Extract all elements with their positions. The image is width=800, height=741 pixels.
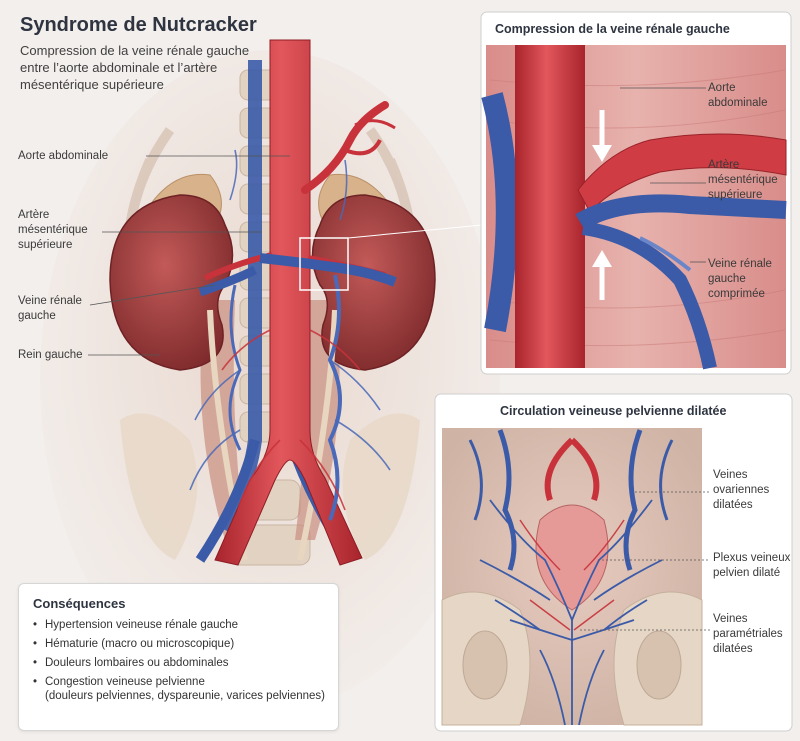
pelvic-panel-title: Circulation veineuse pelvienne dilatée <box>500 404 727 418</box>
aorta <box>214 39 363 566</box>
page-title: Syndrome de Nutcracker <box>20 14 257 36</box>
label-left-renal-vein: Veine rénale gauche <box>18 295 82 322</box>
small-artery-network <box>221 329 361 511</box>
compression-panel <box>480 11 792 375</box>
small-vessel-network <box>189 149 391 491</box>
pelvic-label-pelvic-plexus: Plexus veineux pelvien dilaté <box>713 552 791 579</box>
consequences-list: Hypertension veineuse rénale gauche Héma… <box>33 618 333 708</box>
pelvic-label-ovarian-veins: Veines ovariennes dilatées <box>713 469 770 511</box>
label-sma: Artère mésentérique supérieure <box>18 209 88 251</box>
compression-label-compressed-vein: Veine rénale gauche comprimée <box>708 258 772 300</box>
pelvic-panel <box>434 393 793 732</box>
page-subtitle: Compression de la veine rénale gauche en… <box>20 43 250 92</box>
label-left-kidney: Rein gauche <box>18 349 83 361</box>
consequence-item-detail: (douleurs pelviennes, dyspareunie, varic… <box>45 690 325 702</box>
iliac-vein-right <box>195 438 260 563</box>
label-aorta: Aorte abdominale <box>18 150 109 162</box>
consequence-item: Hématurie (macro ou microscopique) <box>33 637 333 651</box>
kidney-right <box>109 194 234 371</box>
zoom-region-marker <box>299 237 349 291</box>
renal-vein-left <box>259 253 397 287</box>
renal-vein-right <box>198 265 257 297</box>
hip-left <box>120 413 198 560</box>
main-leader-lines <box>88 155 290 356</box>
compression-panel-title: Compression de la veine rénale gauche <box>495 22 730 36</box>
gonadal-vein-left <box>327 274 342 521</box>
consequence-item: Congestion veineuse pelvienne(douleurs p… <box>33 675 333 703</box>
pelvic-label-parametrial-veins: Veines paramétriales dilatées <box>713 613 783 655</box>
hip-right <box>342 413 420 560</box>
consequences-box: Conséquences Hypertension veineuse rénal… <box>18 583 339 731</box>
consequence-item: Douleurs lombaires ou abdominales <box>33 656 333 670</box>
superior-mesenteric-artery <box>301 101 389 194</box>
consequences-title: Conséquences <box>33 596 126 611</box>
compression-label-aorta: Aorte abdominale <box>708 82 768 109</box>
compression-label-sma: Artère mésentérique supérieure <box>708 159 778 201</box>
consequence-item: Hypertension veineuse rénale gauche <box>33 618 333 632</box>
ureter-left <box>297 309 338 561</box>
